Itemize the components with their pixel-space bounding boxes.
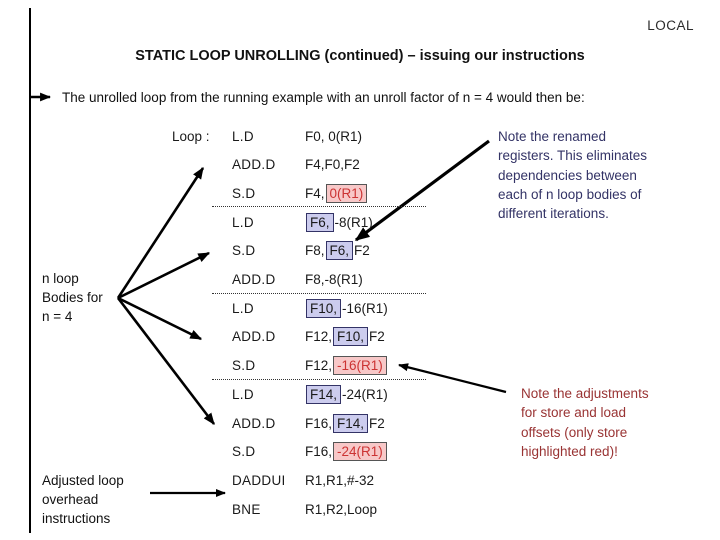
renamed-register-highlight: F10, — [333, 327, 369, 347]
operand-text: R1,R2,Loop — [305, 501, 378, 517]
operand-text: F2 — [369, 329, 385, 345]
instruction-row: ADD.D F16,F14,F2 — [172, 412, 385, 434]
opcode-cell: BNE — [232, 501, 261, 517]
loop-body-divider — [212, 378, 426, 380]
page-title: STATIC LOOP UNROLLING (continued) – issu… — [135, 48, 585, 64]
operands-cell: F4,F0,F2 — [305, 157, 360, 172]
operand-text: F16, — [305, 444, 333, 460]
renamed-register-highlight: F6, — [325, 241, 354, 261]
opcode-cell: ADD.D — [232, 272, 276, 287]
operands-cell: F0, 0(R1) — [305, 129, 362, 144]
instruction-row: ADD.D F12,F10,F2 — [172, 326, 385, 348]
operand-text: F2 — [354, 243, 370, 259]
operand-text: F16, — [305, 415, 333, 431]
operands-cell: F14,-24(R1) — [305, 384, 388, 404]
instruction-row: L.D F6,-8(R1) — [172, 211, 373, 233]
store-offset-highlight: 0(R1) — [325, 183, 368, 203]
opcode-cell: S.D — [232, 444, 256, 460]
operands-cell: R1,R1,#-32 — [305, 473, 374, 488]
operand-text: R1,R1,#-32 — [305, 472, 375, 488]
opcode-cell: S.D — [232, 185, 256, 201]
operands-cell: F10,-16(R1) — [305, 298, 388, 318]
operands-cell: F12,F10,F2 — [305, 327, 385, 347]
instruction-row: S.D F4,0(R1) — [172, 182, 368, 204]
intro-text: The unrolled loop from the running examp… — [62, 90, 585, 105]
store-offset-highlight: -24(R1) — [333, 442, 387, 462]
renamed-register-highlight: F10, — [306, 298, 342, 318]
opcode-cell: ADD.D — [232, 157, 276, 173]
offset-adjustments-note: Note the adjustments for store and load … — [521, 386, 649, 459]
instruction-row: Loop : L.D F0, 0(R1) — [172, 125, 362, 147]
loop-label: Loop : — [172, 128, 210, 144]
operands-cell: F8,F6,F2 — [305, 241, 370, 261]
opcode-cell: ADD.D — [232, 415, 276, 431]
opcode-cell: S.D — [232, 358, 256, 374]
renamed-register-highlight: F14, — [333, 413, 369, 433]
operand-text: F8,-8(R1) — [305, 272, 363, 287]
operand-text: F2 — [369, 415, 385, 431]
instruction-row: BNE R1,R2,Loop — [172, 498, 377, 520]
operand-text: -24(R1) — [342, 386, 388, 402]
renamed-register-highlight: F14, — [306, 384, 342, 404]
operands-cell: F16,F14,F2 — [305, 413, 385, 433]
operand-text: F12, — [305, 329, 333, 345]
operands-cell: F4,0(R1) — [305, 183, 368, 203]
instruction-row: S.D F16,-24(R1) — [172, 441, 388, 463]
operand-text: F12, — [305, 358, 333, 374]
operand-text: -16(R1) — [342, 300, 388, 316]
corner-label: LOCAL — [647, 18, 694, 33]
opcode-cell: ADD.D — [232, 329, 276, 345]
renamed-note-arrow — [354, 139, 490, 242]
operand-text: F0, 0(R1) — [305, 128, 363, 144]
operand-text: F4,F0,F2 — [305, 157, 360, 173]
operands-cell: F8,-8(R1) — [305, 272, 363, 287]
instruction-row: ADD.D F8,-8(R1) — [172, 269, 363, 291]
opcode-cell: L.D — [232, 386, 254, 402]
opcode-cell: L.D — [232, 128, 254, 144]
opcode-cell: L.D — [232, 300, 254, 316]
operand-text: F4, — [305, 185, 325, 201]
overhead-instructions-label: Adjusted loop overhead instructions — [42, 473, 124, 527]
renamed-registers-note: Note the renamed registers. This elimina… — [498, 129, 648, 222]
instruction-row: S.D F8,F6,F2 — [172, 240, 370, 262]
operand-text: -8(R1) — [334, 214, 373, 230]
instruction-row: L.D F14,-24(R1) — [172, 383, 388, 405]
instruction-row: L.D F10,-16(R1) — [172, 297, 388, 319]
store-offset-highlight: -16(R1) — [333, 356, 387, 376]
operand-text: F8, — [305, 243, 325, 259]
opcode-cell: L.D — [232, 214, 254, 230]
loop-body-divider — [212, 206, 426, 208]
instruction-row: ADD.D F4,F0,F2 — [172, 154, 360, 176]
renamed-register-highlight: F6, — [306, 212, 334, 232]
opcode-cell: DADDUI — [232, 472, 286, 488]
operands-cell: F6,-8(R1) — [305, 212, 373, 232]
operands-cell: F12,-16(R1) — [305, 356, 388, 376]
instruction-row: DADDUI R1,R1,#-32 — [172, 469, 374, 491]
loop-body-divider — [212, 292, 426, 294]
operands-cell: R1,R2,Loop — [305, 502, 377, 517]
operands-cell: F16,-24(R1) — [305, 442, 388, 462]
opcode-cell: S.D — [232, 243, 256, 259]
instruction-row: S.D F12,-16(R1) — [172, 355, 388, 377]
n-loop-bodies-label: n loop Bodies for n = 4 — [42, 271, 103, 325]
